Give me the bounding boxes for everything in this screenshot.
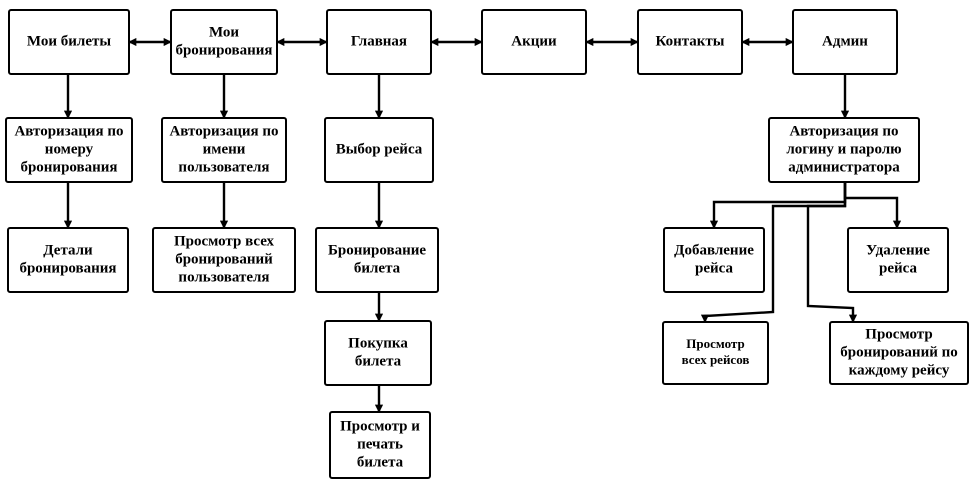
node-label-line: бронирований по <box>840 344 958 360</box>
node-add-flight: Добавление рейса <box>663 227 765 293</box>
node-box <box>8 9 130 75</box>
node-label-line: Авторизация по <box>169 123 278 139</box>
node-label-line: Главная <box>351 33 407 49</box>
node-label-line: печать <box>357 436 403 452</box>
edge-auth-delete-flight <box>843 182 902 229</box>
node-label-line: Просмотр всех <box>174 233 275 249</box>
node-auth-booking-number: Авторизация по номеру бронирования <box>5 117 133 183</box>
node-my-bookings: Мои бронирования <box>170 9 278 75</box>
node-flight-selection: Выбор рейса <box>324 117 434 183</box>
node-box <box>161 117 287 183</box>
edge-auth-view-bookings <box>806 182 858 323</box>
node-auth-username: Авторизация по имени пользователя <box>161 117 287 183</box>
node-ticket-purchase: Покупка билета <box>324 320 432 386</box>
node-box <box>324 320 432 386</box>
node-box <box>7 227 129 293</box>
node-label-line: Детали <box>43 242 93 258</box>
node-label-line: Удаление <box>866 242 930 258</box>
node-label-line: Мои билеты <box>27 33 111 49</box>
node-label-line: администратора <box>788 159 900 175</box>
node-box <box>662 321 769 385</box>
node-label-line: имени <box>203 141 246 157</box>
node-box <box>170 9 278 75</box>
node-label-line: билета <box>357 454 404 470</box>
node-delete-flight: Удаление рейса <box>847 227 949 293</box>
node-label-line: Авторизация по <box>789 123 898 139</box>
node-label-line: Бронирование <box>328 242 426 258</box>
node-label-line: всех рейсов <box>682 352 750 367</box>
node-my-tickets: Мои билеты <box>8 9 130 75</box>
node-label-line: бронирования <box>20 159 117 175</box>
node-label-line: бронирования <box>19 260 116 276</box>
edges <box>63 37 902 413</box>
node-label-line: Акции <box>511 33 557 49</box>
node-label-line: номеру <box>45 141 94 157</box>
node-label-line: пользователя <box>178 159 269 175</box>
node-label-line: пользователя <box>178 269 269 285</box>
node-box <box>329 411 431 479</box>
node-box <box>315 227 439 293</box>
node-label-line: Покупка <box>348 335 408 351</box>
node-contacts: Контакты <box>637 9 743 75</box>
node-label-line: каждому рейсу <box>849 362 950 378</box>
node-ticket-booking: Бронирование билета <box>315 227 439 293</box>
node-box <box>768 117 920 183</box>
node-label-line: билета <box>355 353 402 369</box>
node-label-line: рейса <box>695 260 733 276</box>
node-label-line: логину и паролю <box>786 141 901 157</box>
node-view-all-user-bookings: Просмотр всех бронирований пользователя <box>152 227 296 293</box>
node-admin: Админ <box>792 9 898 75</box>
node-label-line: Выбор рейса <box>336 141 423 157</box>
node-label-line: Добавление <box>674 242 754 258</box>
node-box <box>481 9 587 75</box>
node-promotions: Акции <box>481 9 587 75</box>
node-view-bookings-per-flight: Просмотр бронирований по каждому рейсу <box>829 321 969 385</box>
node-label-line: Контакты <box>655 33 724 49</box>
nodes: Мои билеты Мои бронирования Главная Акции Кон… <box>5 9 969 479</box>
node-label-line: билета <box>354 260 401 276</box>
node-box <box>5 117 133 183</box>
node-label-line: бронирования <box>175 42 272 58</box>
node-box <box>324 117 434 183</box>
node-box <box>152 227 296 293</box>
node-label-line: Просмотр <box>865 326 932 342</box>
node-label-line: Просмотр и <box>340 418 420 434</box>
node-label-line: Мои <box>209 24 239 40</box>
node-label-line: Авторизация по <box>14 123 123 139</box>
node-main: Главная <box>326 9 432 75</box>
node-label-line: Просмотр <box>686 336 744 351</box>
node-box <box>326 9 432 75</box>
node-auth-admin: Авторизация по логину и паролю администрат… <box>768 117 920 183</box>
node-box <box>829 321 969 385</box>
node-box <box>847 227 949 293</box>
node-label-line: рейса <box>879 260 917 276</box>
node-box <box>792 9 898 75</box>
node-booking-details: Детали бронирования <box>7 227 129 293</box>
node-box <box>637 9 743 75</box>
node-label-line: бронирований <box>175 251 273 267</box>
node-box <box>663 227 765 293</box>
node-view-print-ticket: Просмотр и печать билета <box>329 411 431 479</box>
node-label-line: Админ <box>822 33 868 49</box>
